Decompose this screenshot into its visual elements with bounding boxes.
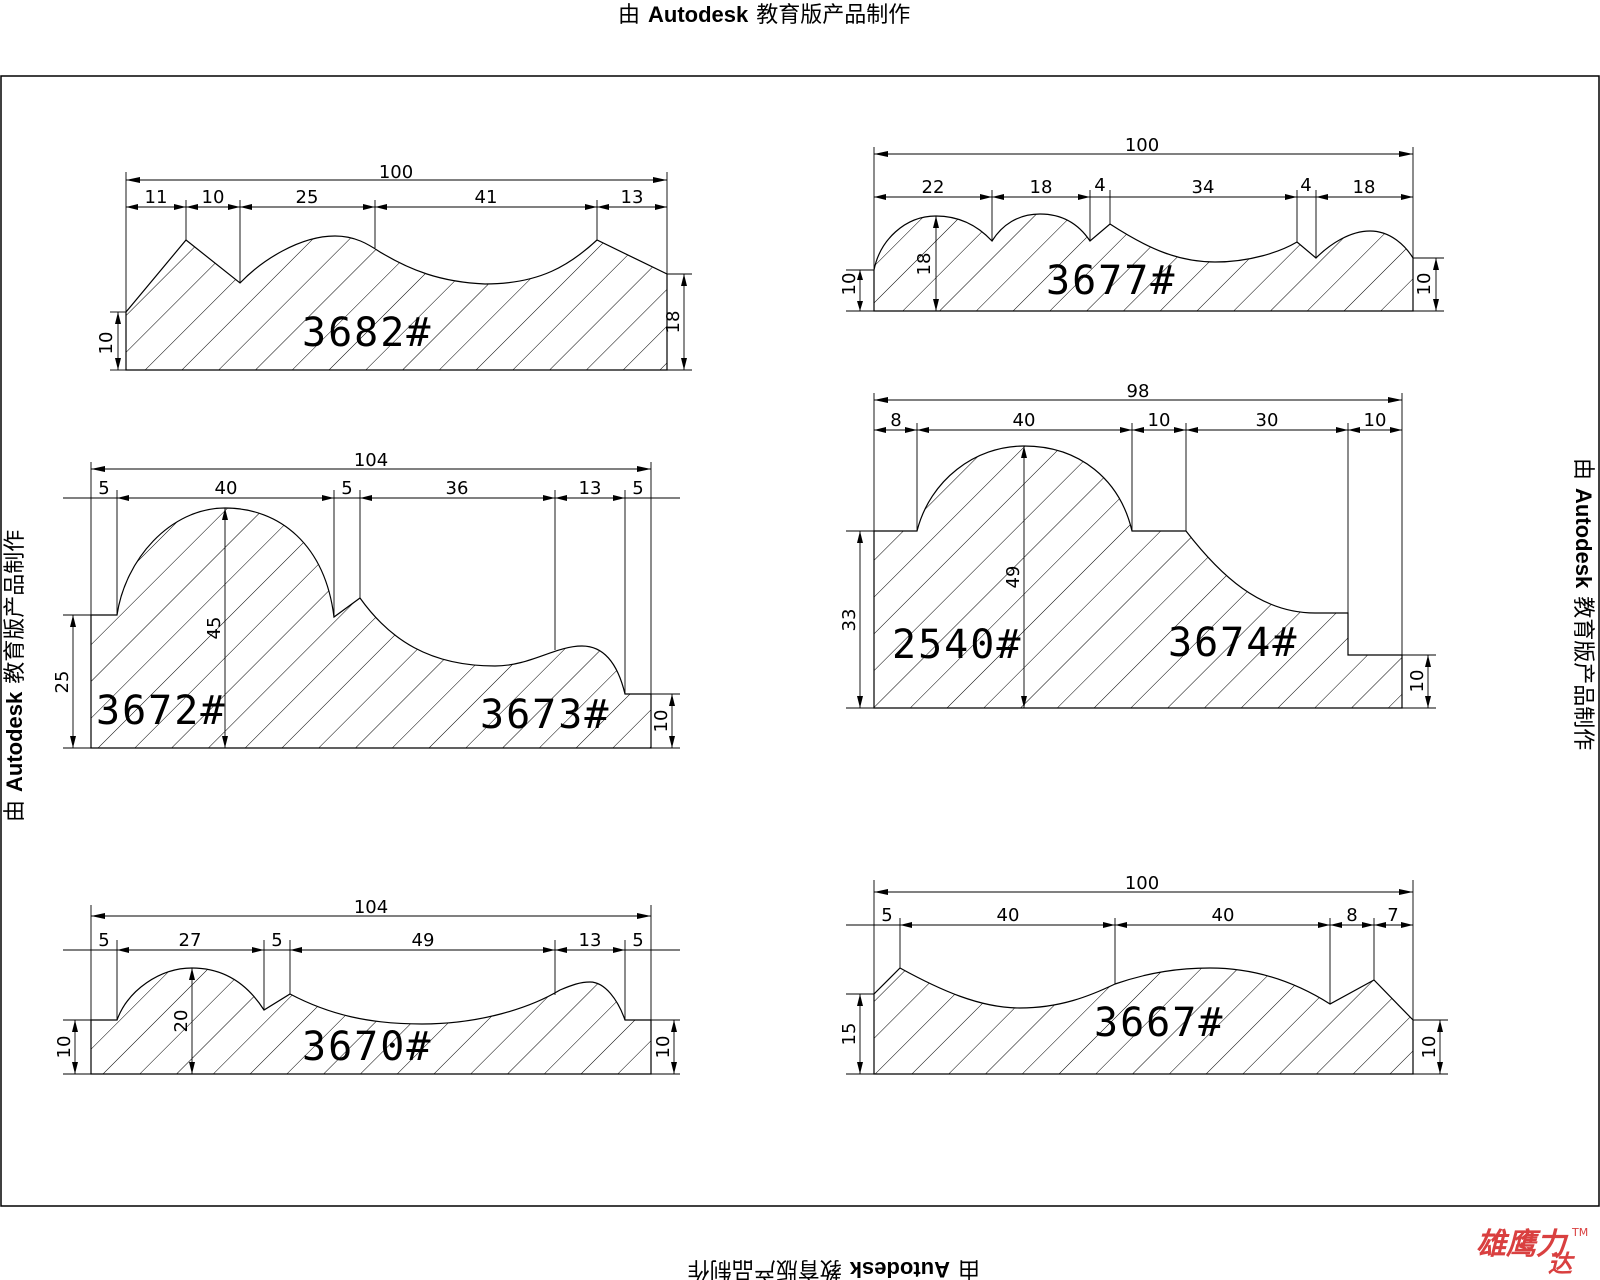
dim-3672-overall: 104 (354, 450, 388, 471)
dim-3677-seg-2: 18 (1030, 177, 1053, 198)
profile-3670: 104 5 27 5 49 13 5 20 10 10 3670# (54, 897, 680, 1075)
dim-3670-seg-2: 27 (179, 930, 202, 951)
dim-2540-height: 49 (1003, 566, 1024, 589)
dim-3682-seg-1: 11 (145, 187, 168, 208)
dim-3667-seg-5: 7 (1387, 905, 1398, 926)
dim-3682-seg-4: 41 (475, 187, 498, 208)
drawing-frame (0, 75, 1600, 1207)
dim-3682-right: 18 (663, 311, 684, 334)
watermark-bottom: 由Autodesk教育版产品制作 (688, 1257, 980, 1280)
dim-3672-seg-3: 5 (341, 478, 352, 499)
dim-3670-overall: 104 (354, 897, 388, 918)
profile-3667: 100 5 40 40 8 7 15 10 3667# (839, 873, 1448, 1075)
profile-2540-label: 2540# (892, 622, 1022, 668)
dim-3672-seg-6: 5 (632, 478, 643, 499)
dim-3677-overall: 100 (1125, 135, 1159, 156)
dim-3682-overall: 100 (379, 162, 413, 183)
dim-3677-right: 10 (1414, 273, 1435, 296)
dim-3672-seg-1: 5 (98, 478, 109, 499)
watermark-right: 由Autodesk教育版产品制作 (1571, 458, 1596, 750)
dim-3667-right: 10 (1419, 1036, 1440, 1059)
profile-3677-label: 3677# (1046, 258, 1176, 304)
dim-3672-right: 10 (651, 710, 672, 733)
dim-3667-seg-2: 40 (997, 905, 1020, 926)
profile-3682-label: 3682# (302, 310, 432, 356)
dim-3672-seg-5: 13 (579, 478, 602, 499)
profile-3677-outline (873, 213, 1414, 312)
dim-3672-left: 25 (52, 671, 73, 694)
dim-3672-height: 45 (204, 617, 225, 640)
dim-3670-seg-1: 5 (98, 930, 109, 951)
dim-2540-overall: 98 (1127, 381, 1150, 402)
dim-3682-seg-3: 25 (296, 187, 319, 208)
dim-3682-seg-2: 10 (202, 187, 225, 208)
dim-3677-seg-6: 18 (1353, 177, 1376, 198)
logo-text-main: 雄鹰力 (1476, 1227, 1569, 1262)
logo-trademark: TM (1571, 1226, 1588, 1239)
dim-3670-seg-4: 49 (412, 930, 435, 951)
dim-3670-left: 10 (54, 1036, 75, 1059)
profile-3682: 100 11 10 25 41 13 10 18 3682# (96, 162, 692, 371)
dim-3667-seg-1: 5 (881, 905, 892, 926)
dim-3670-height: 20 (171, 1010, 192, 1033)
dim-3677-seg-5: 4 (1300, 175, 1311, 196)
dim-2540-seg-1: 8 (890, 410, 901, 431)
profile-3677: 100 22 18 4 34 4 18 18 10 10 3677# (839, 135, 1444, 312)
profile-3674-label: 3674# (1168, 620, 1298, 666)
dim-3682-left: 10 (96, 332, 117, 355)
profile-2540-3674: 98 8 40 10 30 10 49 33 10 2540# 3674# (839, 381, 1436, 709)
dim-2540-left: 33 (839, 609, 860, 632)
dim-2540-seg-2: 40 (1013, 410, 1036, 431)
profile-3670-label: 3670# (302, 1024, 432, 1070)
profile-3672-label: 3672# (96, 688, 226, 734)
dim-3670-seg-6: 5 (632, 930, 643, 951)
dim-2540-right: 10 (1407, 670, 1428, 693)
dim-3677-seg-4: 34 (1192, 177, 1215, 198)
profile-3673-label: 3673# (480, 692, 610, 738)
dim-2540-seg-3: 10 (1148, 410, 1171, 431)
dim-3667-left: 15 (839, 1023, 860, 1046)
dim-3670-seg-5: 13 (579, 930, 602, 951)
profile-3667-label: 3667# (1094, 1000, 1224, 1046)
dim-2540-seg-5: 10 (1364, 410, 1387, 431)
profile-2540-3674-outline (873, 445, 1403, 709)
brand-logo: 雄鹰力 达 TM (1476, 1226, 1588, 1278)
dim-3667-overall: 100 (1125, 873, 1159, 894)
profile-3672-3673-outline (90, 507, 652, 749)
dim-3670-right: 10 (653, 1036, 674, 1059)
dim-3670-seg-3: 5 (271, 930, 282, 951)
profile-3672-3673: 104 5 40 5 36 13 5 45 25 10 3672# 3673# (52, 450, 680, 749)
dim-3672-seg-4: 36 (446, 478, 469, 499)
dim-3667-seg-3: 40 (1212, 905, 1235, 926)
logo-text-sub: 达 (1548, 1249, 1576, 1278)
dim-3677-seg-1: 22 (922, 177, 945, 198)
watermark-left: 由Autodesk教育版产品制作 (2, 530, 27, 822)
dim-3682-seg-5: 13 (621, 187, 644, 208)
profile-3670-outline (90, 967, 652, 1075)
dim-3672-seg-2: 40 (215, 478, 238, 499)
dim-3677-height: 18 (914, 253, 935, 276)
dim-3677-seg-3: 4 (1094, 175, 1105, 196)
dim-2540-seg-4: 30 (1256, 410, 1279, 431)
dim-3677-left: 10 (839, 273, 860, 296)
profile-3682-outline (125, 235, 668, 371)
dim-3667-seg-4: 8 (1346, 905, 1357, 926)
